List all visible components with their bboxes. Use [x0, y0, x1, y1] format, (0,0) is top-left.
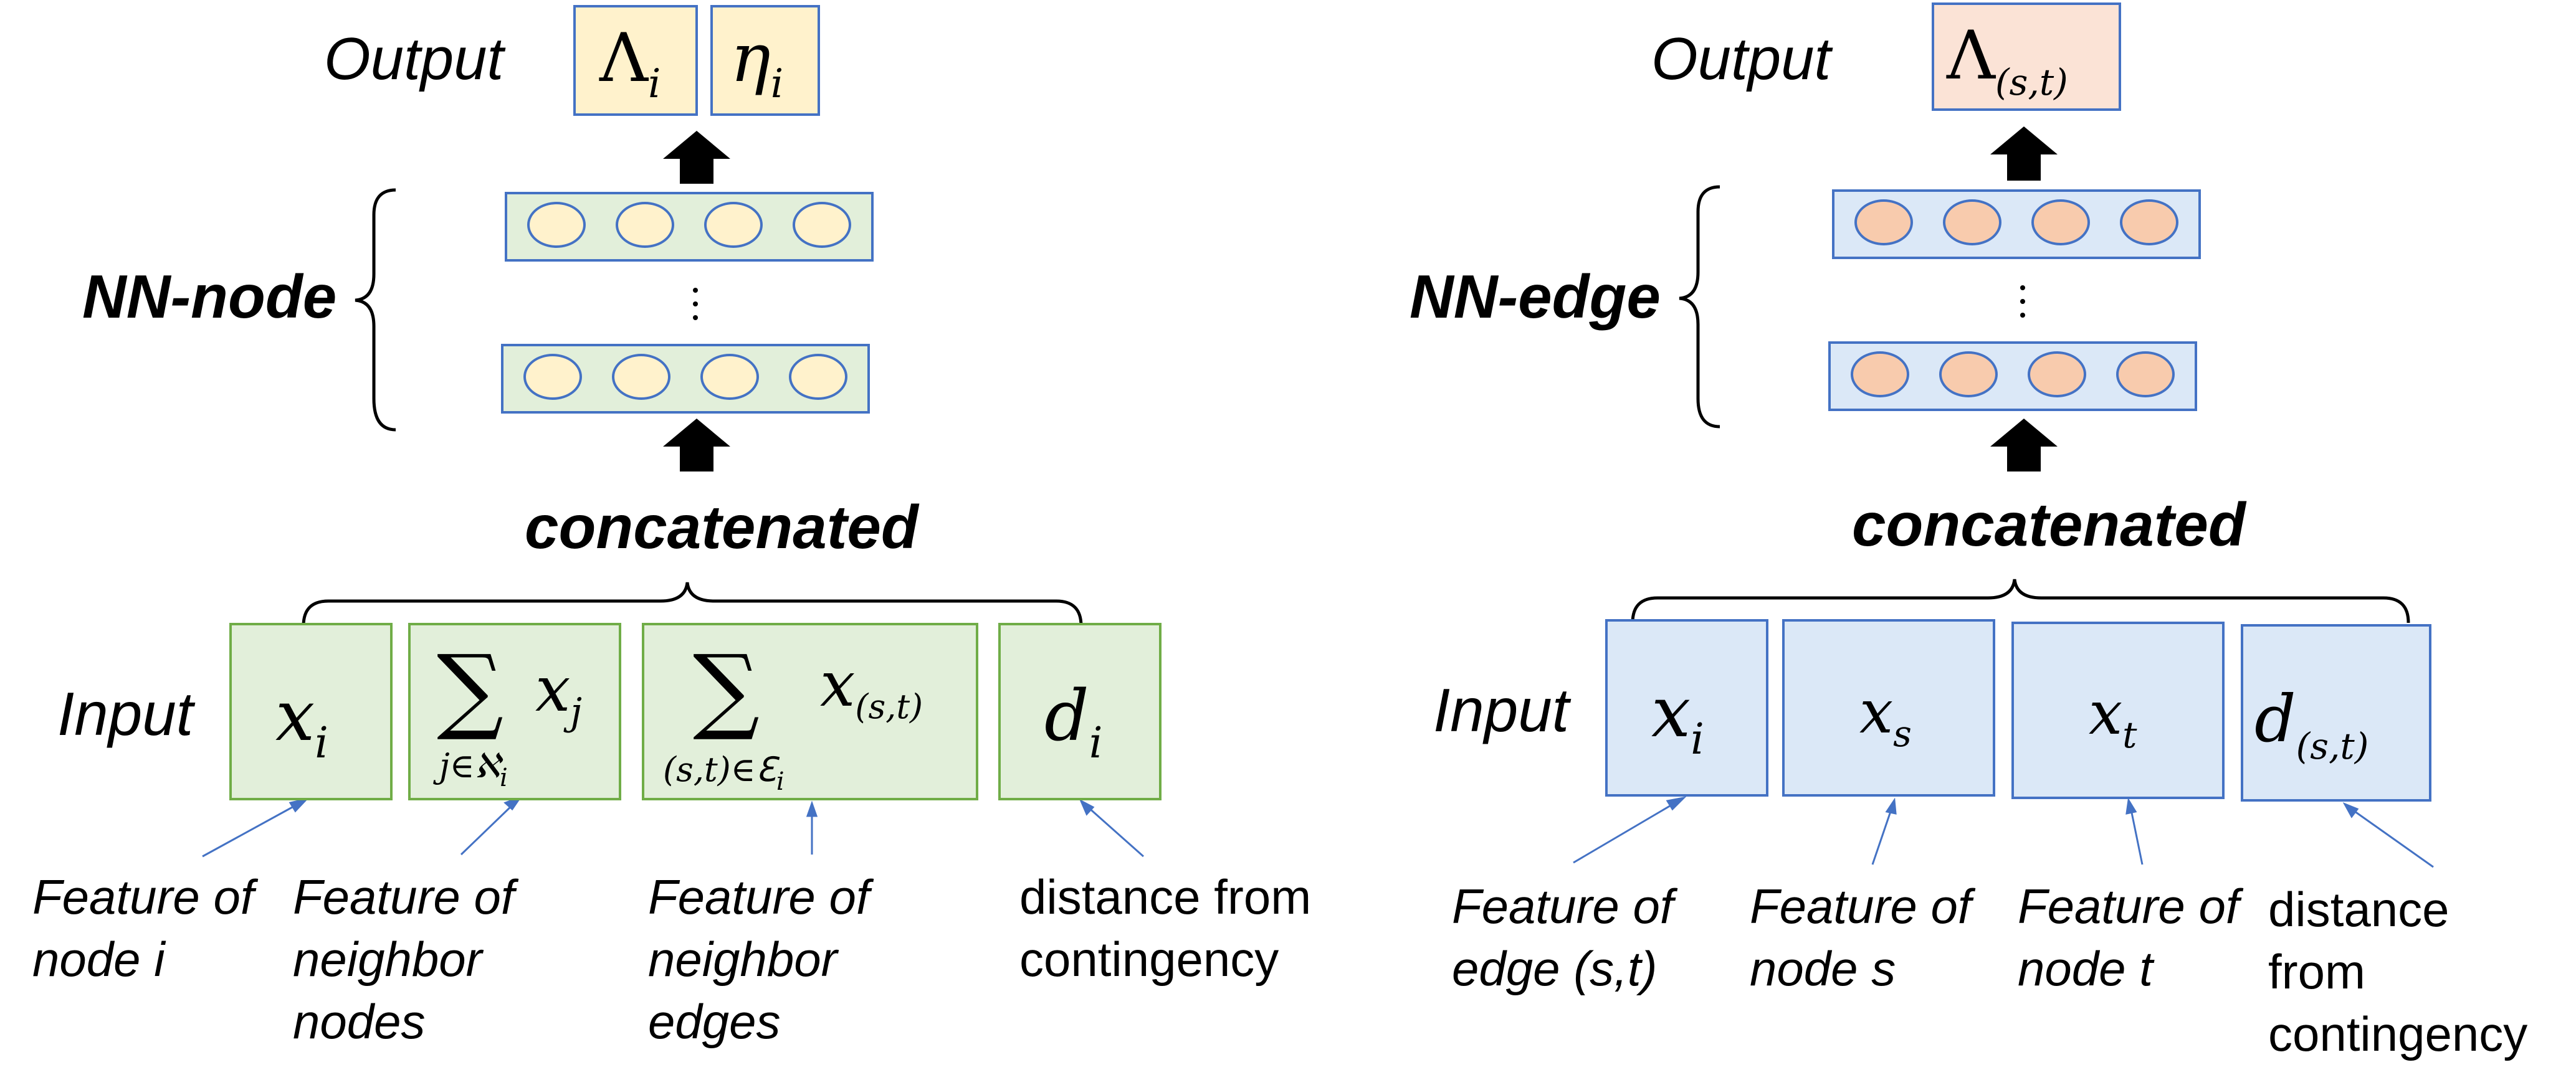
nn-node-neuron	[793, 202, 851, 248]
nn-edge-neuron	[1854, 199, 1913, 245]
brace-concat-edge	[1631, 579, 2410, 623]
node-output-eta-symbol: η	[730, 19, 771, 97]
node-sum-neighbors-x-subscript: j	[570, 690, 583, 734]
edge-input-xi-subscript: i	[1691, 715, 1704, 764]
nn-node-neuron	[523, 354, 582, 400]
arrow-up-concat-edge-shape	[1990, 419, 2058, 471]
nn-edge-top-layer	[1832, 189, 2201, 259]
edge-output-label: Output	[1651, 26, 1831, 92]
node-output-eta-box: ηi	[710, 5, 820, 116]
node-input-di-subscript: i	[1089, 719, 1103, 768]
nn-node-neuron	[527, 202, 586, 248]
nn-node-top-layer	[505, 192, 874, 262]
brace-nn-edge	[1679, 185, 1720, 429]
pointer-distance-edge	[2352, 808, 2434, 868]
nn-node-label: NN-node	[82, 262, 337, 331]
edge-input-xs-symbol: x	[1859, 677, 1894, 747]
node-sum-edges-index: (s,t)∈ℇ	[663, 750, 776, 789]
edge-output-lambda-box: Λ(s,t)	[1932, 2, 2121, 111]
node-output-label: Output	[324, 26, 504, 92]
pointer-feature-node-i	[202, 802, 300, 858]
pointer-distance-node	[1087, 805, 1144, 858]
nn-edge-neuron	[1851, 351, 1909, 397]
nn-edge-neuron	[1939, 351, 1998, 397]
pointer-feature-edge-st	[1573, 801, 1677, 864]
edge-output-lambda-subscript: (s,t)	[1995, 61, 2068, 103]
edge-input-dst-symbol: d	[2254, 681, 2296, 757]
node-input-sum-neighbors-box: ∑ xj j∈ℵi	[408, 623, 621, 800]
node-sum-neighbors-index: j∈ℵ	[439, 746, 500, 785]
edge-output-lambda-symbol: Λ	[1947, 17, 1995, 95]
nn-node-neuron	[704, 202, 763, 248]
pointer-feature-neighbor-nodes	[460, 802, 515, 856]
node-sum-neighbors-x: x	[535, 653, 571, 726]
nn-node-bottom-layer	[501, 344, 870, 414]
node-input-di-box: di	[998, 623, 1162, 800]
pointer-feature-node-t	[2130, 809, 2144, 865]
nn-edge-label: NN-edge	[1410, 262, 1661, 331]
node-sum-edges-symbol: ∑	[693, 635, 760, 744]
nn-edge-neuron	[2028, 351, 2086, 397]
pointer-feature-node-s	[1871, 809, 1892, 865]
node-sum-neighbors-index-subscript: i	[499, 764, 508, 792]
node-input-xi-symbol: x	[275, 676, 315, 757]
edge-input-dst-subscript: (s,t)	[2296, 725, 2369, 767]
nn-edge-bottom-layer	[1828, 341, 2197, 411]
node-concat-label: concatenated	[525, 493, 918, 561]
node-input-label: Input	[57, 680, 193, 748]
edge-input-xs-box: xs	[1782, 619, 1995, 797]
nn-edge-neuron	[2116, 351, 2175, 397]
node-sum-edges-x: x	[820, 648, 856, 721]
node-output-eta-subscript: i	[770, 61, 784, 107]
node-output-lambda-box: Λi	[573, 5, 698, 116]
edge-input-dst-box: d(s,t)	[2241, 624, 2431, 802]
node-output-lambda-subscript: i	[648, 61, 661, 107]
edge-input-label: Input	[1433, 676, 1569, 744]
node-input-xi-box: xi	[229, 623, 393, 800]
edge-input-xt-symbol: x	[2089, 678, 2123, 748]
arrow-up-concat-node-shape	[663, 419, 730, 471]
node-sum-edges-x-subscript: (s,t)	[855, 687, 923, 726]
nn-node-ellipsis	[692, 288, 699, 329]
brace-concat-node	[302, 582, 1083, 627]
node-output-lambda-symbol: Λ	[599, 19, 648, 97]
node-input-sum-edges-box: ∑ x(s,t) (s,t)∈ℇi	[642, 623, 978, 800]
arrow-up-output-node-shape	[663, 131, 730, 184]
nn-node-neuron	[612, 354, 670, 400]
nn-node-neuron	[789, 354, 847, 400]
node-sum-edges-index-subscript: i	[776, 767, 785, 796]
node-input-xi-subscript: i	[315, 719, 328, 768]
edge-input-xs-subscript: s	[1893, 713, 1912, 755]
brace-nn-node	[355, 188, 396, 432]
nn-edge-neuron	[2120, 199, 2178, 245]
edge-input-xi-box: xi	[1605, 619, 1768, 797]
nn-edge-neuron	[2031, 199, 2090, 245]
nn-node-neuron	[616, 202, 674, 248]
nn-node-neuron	[700, 354, 759, 400]
nn-edge-neuron	[1943, 199, 2001, 245]
edge-concat-label: concatenated	[1852, 490, 2246, 559]
edge-input-xi-symbol: x	[1651, 672, 1691, 753]
node-input-di-symbol: d	[1044, 676, 1089, 757]
nn-edge-ellipsis	[2019, 285, 2026, 326]
arrow-up-output-edge-shape	[1990, 126, 2058, 181]
edge-input-xt-box: xt	[2011, 622, 2225, 799]
edge-input-xt-subscript: t	[2122, 714, 2137, 756]
node-sum-neighbors-symbol: ∑	[437, 635, 504, 744]
